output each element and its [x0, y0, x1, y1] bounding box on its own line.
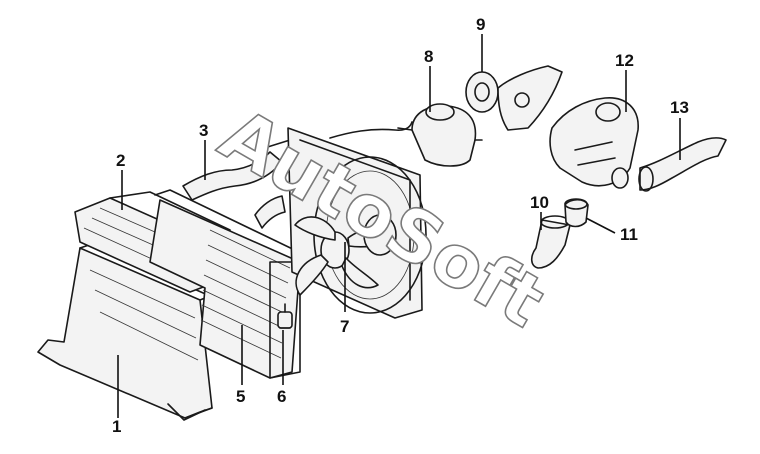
part-13-outlet-hose	[638, 137, 727, 192]
part-9-water-pump	[465, 65, 563, 131]
callout-1: 1	[112, 417, 121, 436]
callout-labels: 1 2 3 5 6 7 8 9 10 11 12 13	[112, 15, 689, 436]
callout-5: 5	[236, 387, 245, 406]
callout-10: 10	[530, 193, 549, 212]
part-7-fan	[294, 214, 397, 296]
callout-2: 2	[116, 151, 125, 170]
callout-13: 13	[670, 98, 689, 117]
part-11-thermostat	[564, 198, 589, 228]
callout-9: 9	[476, 15, 485, 34]
part-6-sensor	[277, 303, 293, 329]
callout-3: 3	[199, 121, 208, 140]
part-8-expansion-tank	[397, 103, 483, 167]
callout-12: 12	[615, 51, 634, 70]
part-3-upper-hose	[182, 139, 291, 229]
callout-8: 8	[424, 47, 433, 66]
callout-6: 6	[277, 387, 286, 406]
callout-11: 11	[620, 225, 638, 244]
part-12-thermostat-housing	[549, 97, 639, 189]
leader-lines	[117, 34, 681, 418]
callout-7: 7	[340, 317, 349, 336]
